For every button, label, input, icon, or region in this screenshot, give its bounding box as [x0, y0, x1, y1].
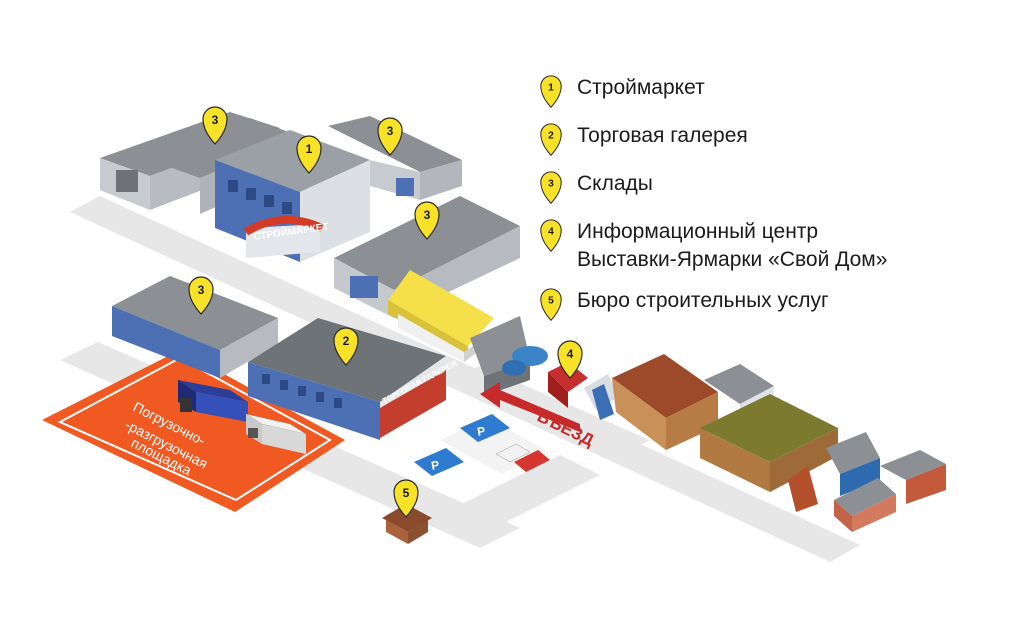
legend-item-bureau[interactable]: 5 Бюро строительных услуг	[538, 287, 1008, 322]
legend-item-info-center[interactable]: 4 Информационный центр Выставки-Ярмарки …	[538, 218, 1008, 274]
svg-text:2: 2	[548, 130, 554, 141]
svg-text:2: 2	[343, 334, 350, 348]
warehouse-west	[112, 276, 278, 378]
marker-2-gallery[interactable]: 2	[333, 327, 359, 366]
legend-item-stroymarket[interactable]: 1 Строймаркет	[538, 74, 1008, 109]
svg-text:3: 3	[387, 124, 394, 138]
legend-label: Строймаркет	[577, 76, 705, 99]
svg-text:3: 3	[212, 113, 219, 127]
car-red	[514, 450, 550, 472]
legend-label: Торговая галерея	[577, 124, 748, 147]
svg-text:4: 4	[567, 347, 574, 361]
map-pin-icon: 5	[540, 288, 562, 322]
truck-blue	[178, 380, 248, 422]
svg-text:3: 3	[198, 283, 205, 297]
marker-3-west[interactable]: 3	[188, 276, 214, 315]
map-pin-icon: 1	[540, 75, 562, 109]
truck-white	[245, 413, 307, 454]
map-pin-icon: 4	[540, 219, 562, 253]
svg-text:3: 3	[548, 178, 554, 189]
marker-3-northwest[interactable]: 3	[202, 106, 228, 145]
marker-3-center[interactable]: 3	[414, 201, 440, 240]
svg-text:1: 1	[306, 142, 313, 156]
map-pin-icon: 3	[540, 171, 562, 205]
svg-text:5: 5	[403, 486, 410, 500]
marker-4-info-center[interactable]: 4	[557, 340, 583, 379]
car-white	[495, 443, 531, 463]
marker-3-northeast[interactable]: 3	[377, 117, 403, 156]
legend-label-line-1: Информационный центр	[577, 220, 819, 243]
marker-1-stroymarket[interactable]: 1	[296, 135, 322, 174]
map-markers: 3 1 3 3 3 2 4 5	[188, 106, 583, 518]
stroymarket-building: СТРОЙМАРКЕТ	[215, 130, 370, 262]
sheds-group	[788, 432, 946, 532]
legend-label: Бюро строительных услуг	[577, 289, 829, 312]
log-house-large	[612, 354, 718, 450]
loading-zone: Погрузочно- -разгрузочная площадка	[42, 350, 345, 512]
legend: 1 Строймаркет 2 Торговая галерея 3 Склад…	[538, 74, 1008, 335]
parking-sign-1-label: P	[476, 424, 486, 439]
bureau-building	[382, 504, 432, 544]
marker-5-bureau[interactable]: 5	[393, 479, 419, 518]
svg-text:5: 5	[548, 295, 554, 306]
legend-label: Склады	[577, 172, 653, 195]
road-connector	[430, 455, 600, 540]
legend-item-warehouses[interactable]: 3 Склады	[538, 170, 1008, 205]
log-house-green	[700, 394, 838, 492]
svg-text:4: 4	[548, 226, 554, 237]
svg-text:1: 1	[548, 82, 554, 93]
parking-sign-2-label: P	[430, 458, 440, 473]
map-pin-icon: 2	[540, 123, 562, 157]
parking-area: P P	[414, 414, 550, 476]
legend-label-line-2: Выставки-Ярмарки «Свой Дом»	[577, 248, 888, 271]
legend-item-trade-gallery[interactable]: 2 Торговая галерея	[538, 122, 1008, 157]
parking-sign-2: P	[414, 448, 464, 476]
parking-sign-1: P	[460, 414, 510, 442]
svg-text:3: 3	[424, 208, 431, 222]
